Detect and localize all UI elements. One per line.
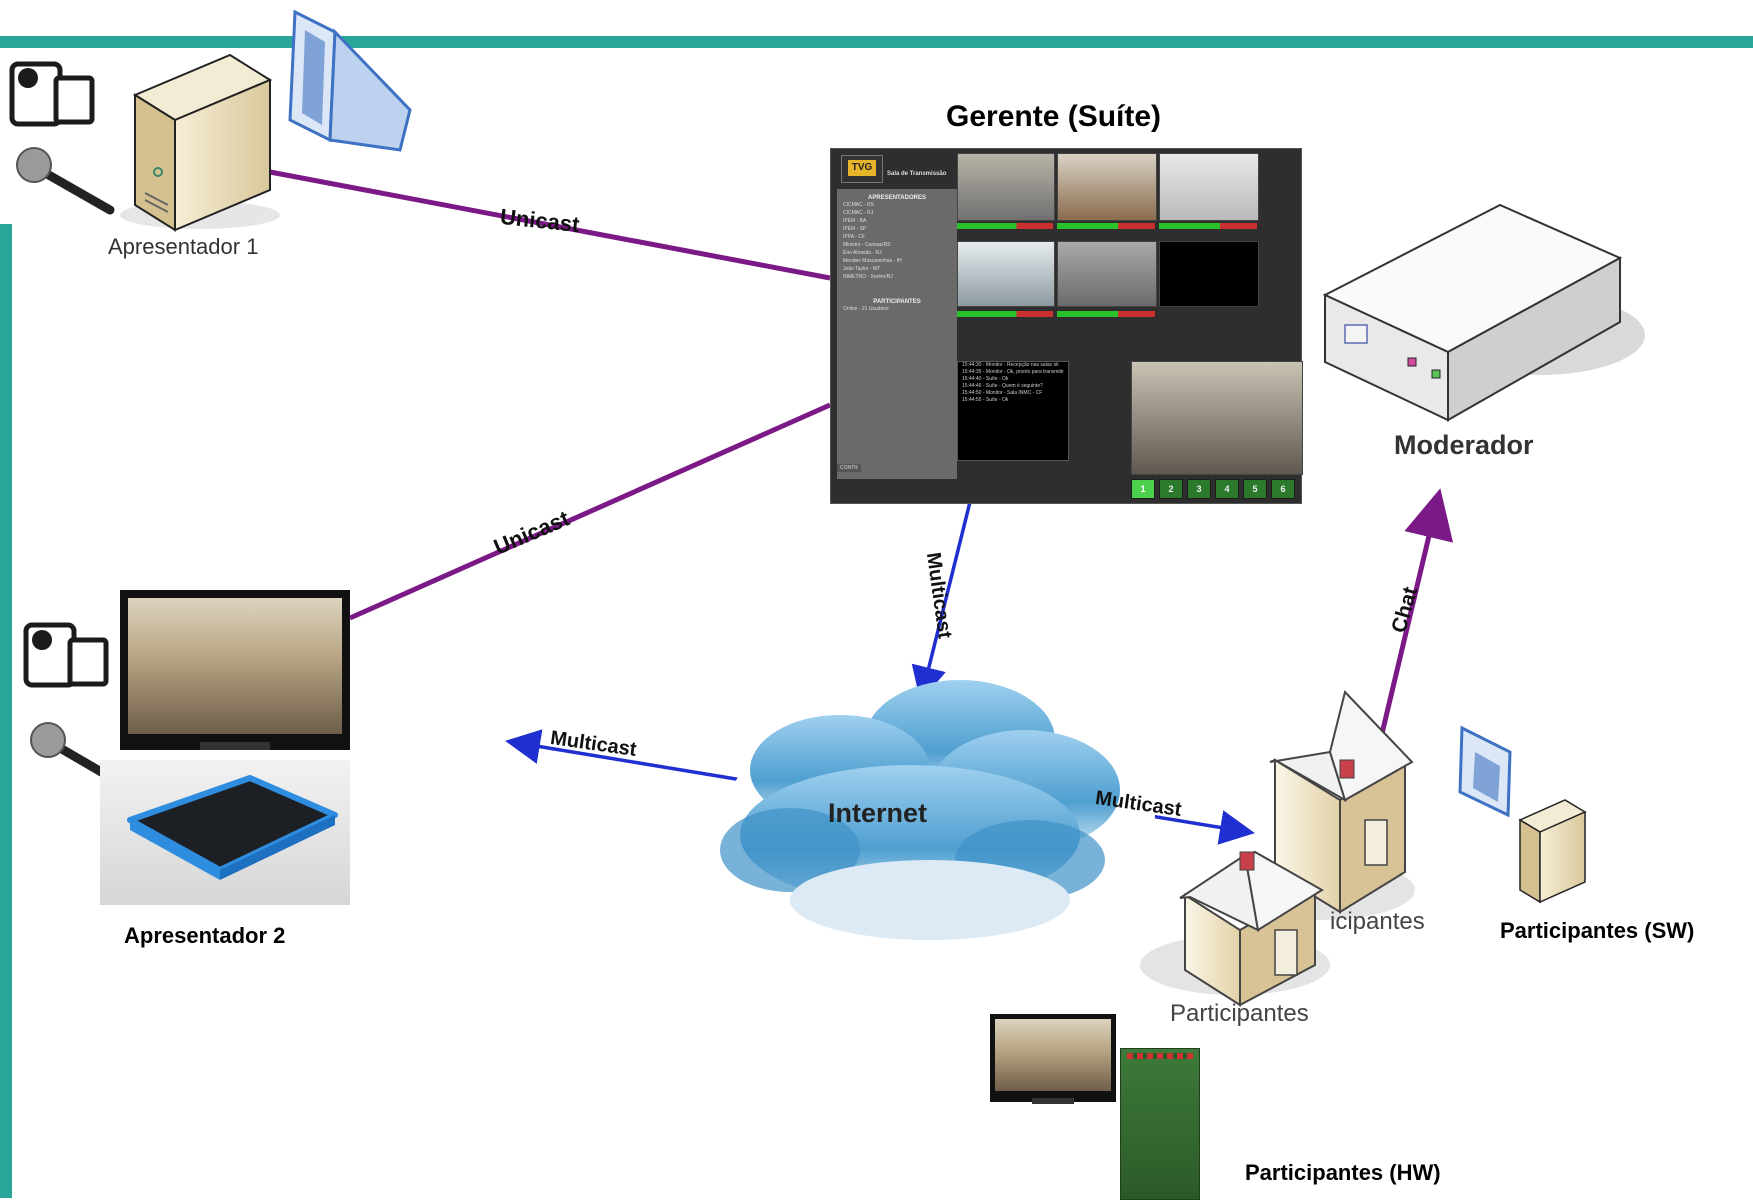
top-accent-bar — [0, 36, 1753, 48]
hw-participant-monitor — [990, 1014, 1116, 1104]
suite-control-label: CONTR — [837, 464, 861, 472]
main-video-preview[interactable] — [1131, 361, 1303, 475]
label-participantes-sw: Participantes (SW) — [1500, 918, 1695, 943]
label-participantes-back: icipantes — [1330, 908, 1425, 935]
video-tile[interactable] — [957, 241, 1055, 307]
label-apresentador-1: Apresentador 1 — [108, 234, 259, 259]
chat-line: 15:44:50 - Monitor - Sala INMC - CF — [962, 390, 1043, 396]
audio-meter — [1057, 311, 1155, 317]
board-chips — [1127, 1053, 1193, 1059]
label-participantes-front: Participantes — [1170, 1000, 1309, 1027]
presenter-row[interactable]: Ministro - Canoas/RS — [843, 242, 891, 248]
presenter-row[interactable]: INMETRO - Xerém/RJ — [843, 274, 893, 280]
presenters-header: APRESENTADORES — [868, 195, 926, 201]
channel-button-6[interactable]: 6 — [1271, 479, 1295, 499]
presenter-row[interactable]: CICMAC - RJ — [843, 210, 874, 216]
unicast-top-line — [269, 169, 831, 281]
house-icon — [1140, 850, 1330, 1007]
audio-meter — [957, 223, 1053, 229]
video-tile[interactable] — [1057, 241, 1157, 307]
video-tile[interactable] — [1159, 241, 1259, 307]
audio-meter — [1159, 223, 1257, 229]
chat-line: 15:44:55 - Suíte - Ok — [962, 397, 1009, 403]
desktop-pc-icon — [1458, 725, 1587, 904]
suite-chat-log: 15:44:30 - Monitor - Recepção nas salas … — [957, 361, 1069, 461]
gerente-suite-screenshot: TVG Sala de Transmissão APRESENTADORES C… — [830, 148, 1303, 504]
video-tile[interactable] — [957, 153, 1055, 221]
hw-participant-screen — [995, 1019, 1111, 1091]
presenter-row[interactable]: IPEM - SP — [843, 226, 867, 232]
gerente-title: Gerente (Suíte) — [946, 100, 1162, 133]
chat-line: 15:44:35 - Monitor - Ok, pronto para tra… — [962, 369, 1064, 375]
crt-monitor-icon — [288, 9, 412, 152]
audio-meter — [957, 311, 1053, 317]
label-moderador: Moderador — [1394, 430, 1534, 460]
suite-logo: TVG — [841, 155, 883, 183]
hurla-device-photo — [100, 760, 350, 905]
participants-header: PARTICIPANTES — [873, 299, 921, 305]
label-internet: Internet — [828, 798, 928, 828]
label-apresentador-2: Apresentador 2 — [124, 923, 286, 948]
left-accent-bar — [0, 36, 12, 1198]
chat-line: 15:44:40 - Suíte - Ok — [962, 376, 1009, 382]
presenter2-monitor — [120, 590, 350, 750]
chat-arrow-line — [1377, 488, 1454, 743]
channel-button-4[interactable]: 4 — [1215, 479, 1239, 499]
presenter-row[interactable]: IPEM - BA — [843, 218, 867, 224]
moderator-box-icon — [1322, 203, 1645, 422]
participants-summary: Online - 21 Usuários — [843, 306, 889, 312]
presenter-row[interactable]: Mendes Mascarenhas - IH — [843, 258, 902, 264]
cloud-icon — [720, 680, 1155, 940]
presenter-row[interactable]: CICMAC - RS — [843, 202, 875, 208]
monitor-stand — [1032, 1098, 1074, 1104]
video-tile[interactable] — [1159, 153, 1259, 221]
audio-meter — [1057, 223, 1155, 229]
label-participantes-hw: Participantes (HW) — [1245, 1160, 1441, 1185]
microphone-icon — [16, 147, 115, 215]
chat-line: 15:44:30 - Monitor - Recepção nas salas … — [962, 362, 1059, 368]
channel-button-1[interactable]: 1 — [1131, 479, 1155, 499]
presenter-row[interactable]: João Taylor - MT — [843, 266, 881, 272]
multicast-down-line — [911, 501, 972, 702]
video-tile[interactable] — [1057, 153, 1157, 221]
unicast-mid-line — [348, 402, 832, 621]
multicast-left-line — [505, 729, 743, 782]
presenter-row[interactable]: IPPA - CF — [843, 234, 865, 240]
hw-circuit-board — [1120, 1048, 1200, 1200]
video-camera-icon — [23, 622, 109, 688]
channel-button-2[interactable]: 2 — [1159, 479, 1183, 499]
presenter2-screen — [128, 598, 342, 734]
suite-sidebar: APRESENTADORES CICMAC - RS CICMAC - RJ I… — [837, 189, 957, 479]
presenter-row[interactable]: Ério Almeida - RJ — [843, 250, 882, 256]
monitor-stand — [200, 742, 270, 750]
suite-title: Sala de Transmissão — [887, 171, 947, 177]
video-camera-icon — [9, 61, 95, 127]
channel-button-5[interactable]: 5 — [1243, 479, 1267, 499]
chat-line: 15:44:46 - Suíte - Quem é seguinte? — [962, 383, 1043, 389]
server-tower-icon — [120, 53, 280, 232]
channel-button-3[interactable]: 3 — [1187, 479, 1211, 499]
hurla-device-icon — [127, 775, 338, 880]
